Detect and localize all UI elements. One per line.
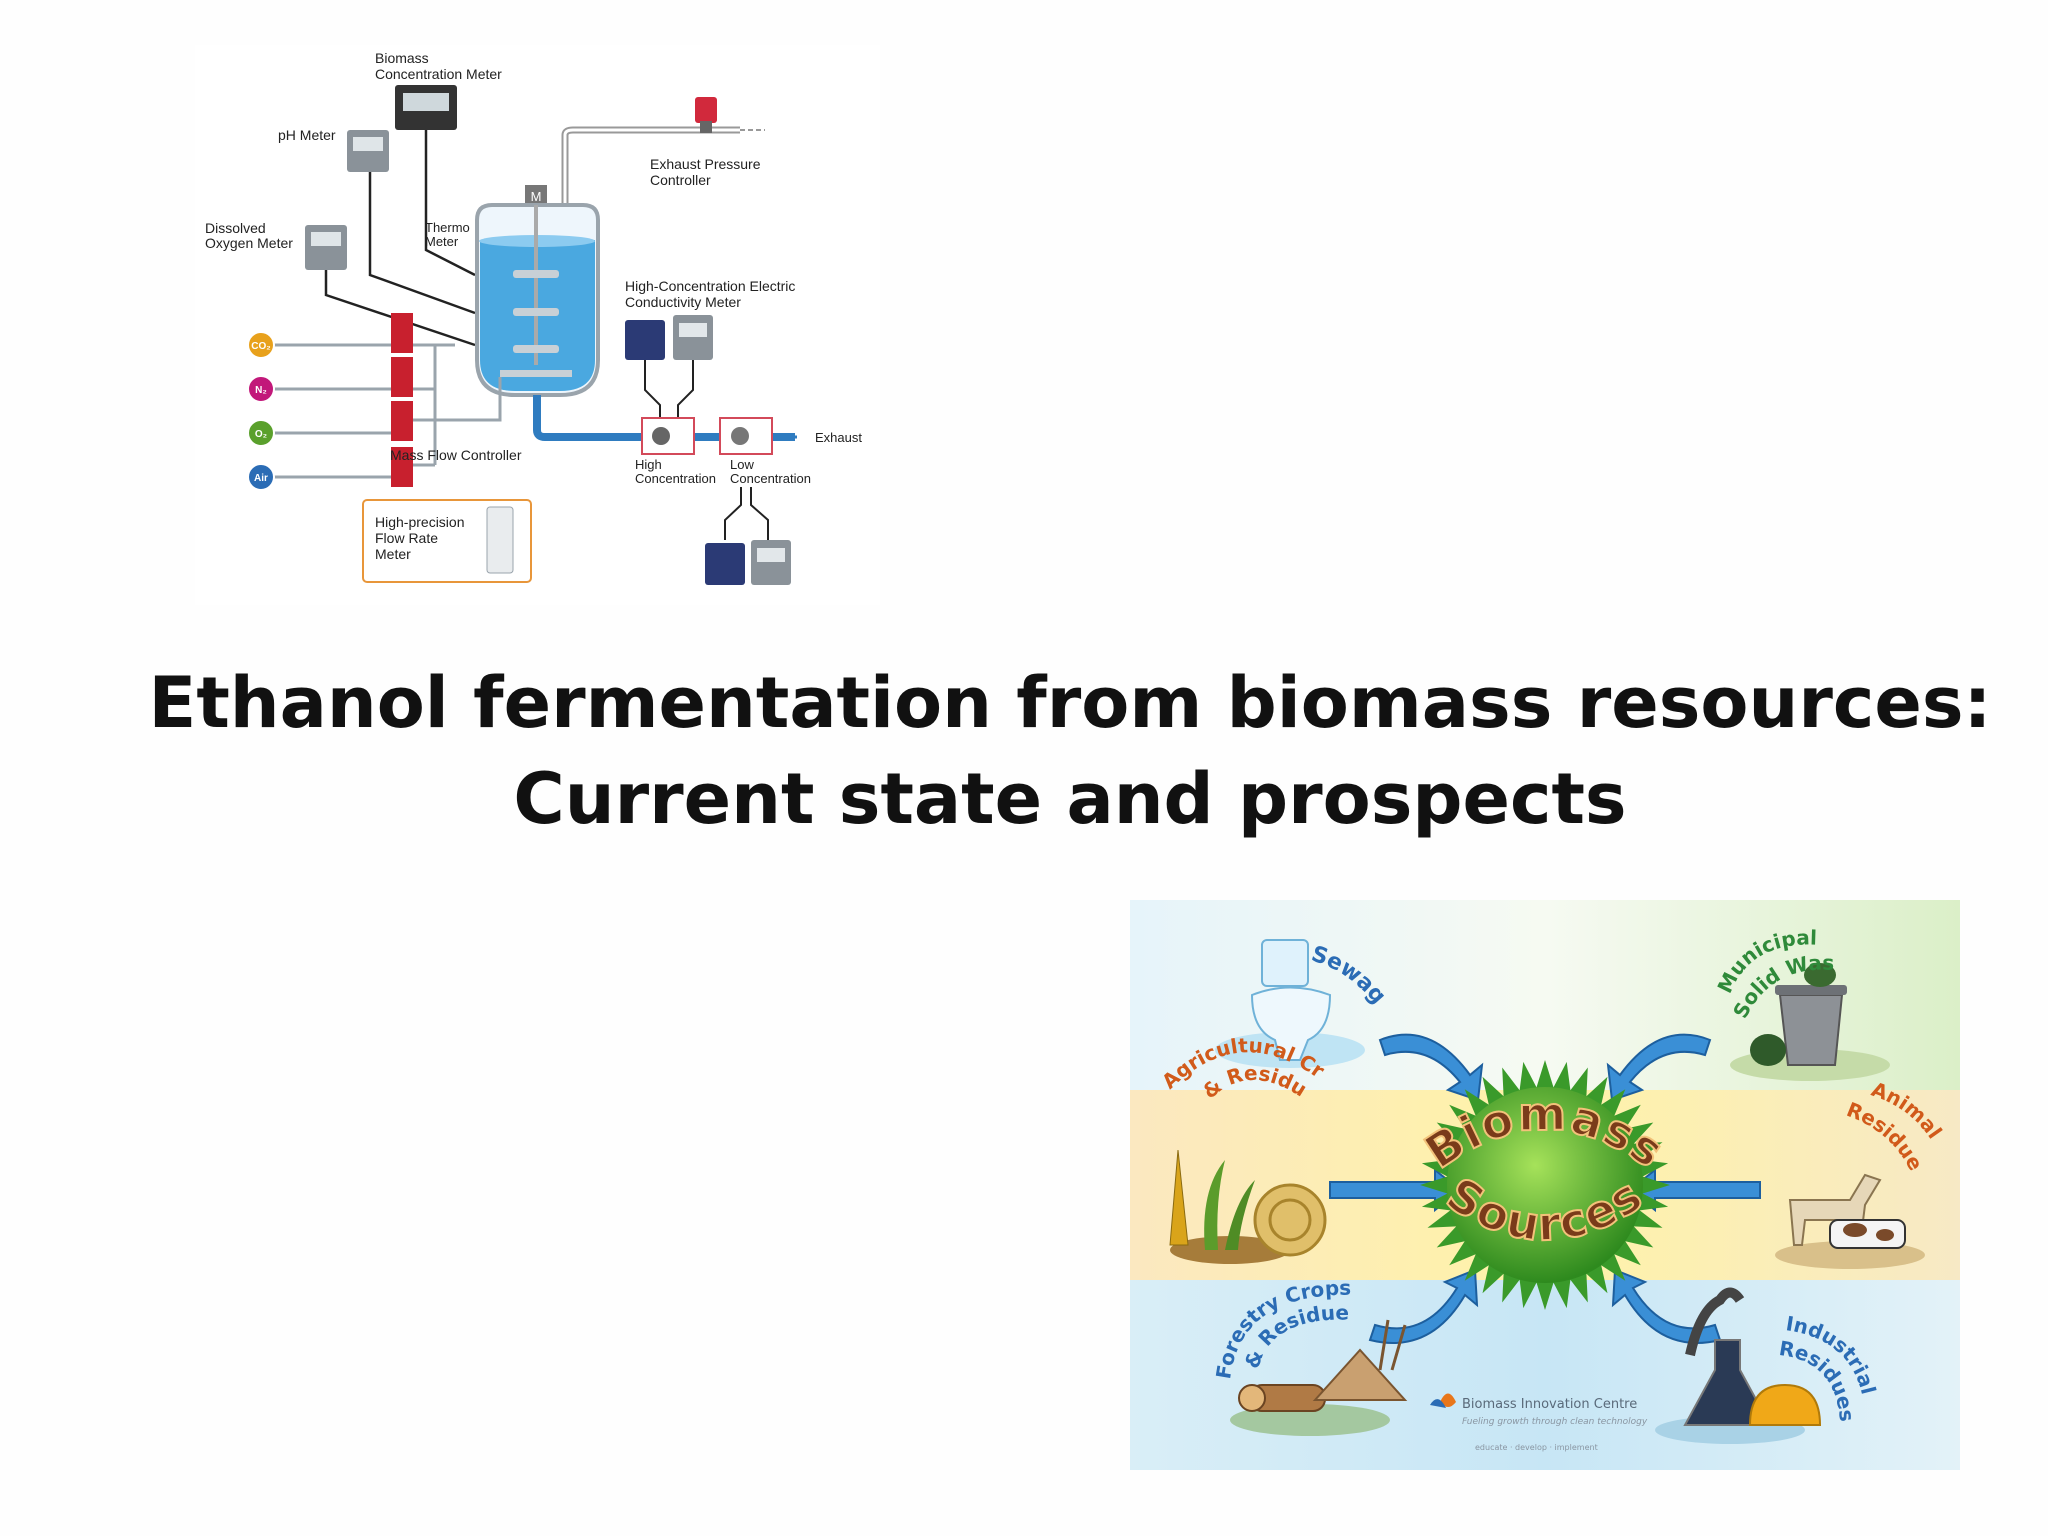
biomass-sources-diagram: Biomass Sources Sewage Municipal Solid W… (1130, 900, 1960, 1470)
gas-source-label: N₂ (255, 385, 267, 396)
high-conc-label: High (635, 457, 662, 472)
industrial-icon (1655, 1287, 1822, 1444)
motor-label: M (531, 189, 542, 204)
low-conc-label-2: Concentration (730, 471, 811, 486)
org-name: Biomass Innovation Centre (1462, 1397, 1637, 1412)
gas-source-icon (247, 375, 275, 403)
conductivity-meter-icon (625, 320, 665, 360)
org-motto: educate · develop · implement (1475, 1443, 1598, 1452)
do-meter-icon (305, 225, 347, 270)
thermo-meter-label: Thermo (425, 220, 470, 235)
exhaust-label: Exhaust (815, 430, 862, 445)
trash-can-icon (1730, 963, 1890, 1081)
toilet-icon (1215, 939, 1365, 1068)
logs-icon (1230, 1319, 1408, 1436)
gas-source-icon (247, 331, 275, 359)
ph-meter-label: pH Meter (278, 127, 336, 143)
exhaust-pressure-label-2: Controller (650, 172, 711, 188)
slide-title-line-2: Current state and prospects (513, 758, 1627, 840)
flow-meter-label-3: Meter (375, 546, 411, 562)
high-conc-label-2: Concentration (635, 471, 716, 486)
gas-source-label: CO₂ (251, 341, 270, 352)
exhaust-valve-icon (695, 97, 717, 123)
flow-meter-label: High-precision (375, 514, 464, 530)
conductivity-label: High-Concentration Electric (625, 278, 795, 294)
gas-source-icon (247, 463, 275, 491)
bioreactor-diagram: Biomass Concentration Meter pH Meter Dis… (195, 45, 880, 605)
slide-title-line-1: Ethanol fermentation from biomass resour… (148, 662, 1992, 744)
flow-meter-label-2: Flow Rate (375, 530, 438, 546)
slide-title: Ethanol fermentation from biomass resour… (100, 655, 2040, 847)
gas-source-label: O₂ (255, 429, 267, 440)
biomass-meter-label: Biomass (375, 50, 429, 66)
biomass-innovation-centre-logo (1430, 1393, 1456, 1408)
exhaust-pressure-label: Exhaust Pressure (650, 156, 761, 172)
thermo-meter-label-2: Meter (425, 234, 459, 249)
motor-icon (525, 185, 547, 205)
biomass-core (1447, 1087, 1643, 1283)
gas-source-label: Air (254, 473, 268, 484)
low-conc-meter-icon (705, 543, 745, 585)
do-meter-label-2: Oxygen Meter (205, 235, 293, 251)
animals-icon (1775, 1173, 1925, 1269)
conductivity-label-2: Conductivity Meter (625, 294, 741, 310)
low-conc-label: Low (730, 457, 754, 472)
flow-rate-meter-icon (486, 506, 514, 574)
mass-flow-controller-label: Mass Flow Controller (390, 447, 522, 463)
biomass-meter-label-2: Concentration Meter (375, 66, 502, 82)
crops-icon (1169, 1149, 1327, 1264)
gas-source-icon (247, 419, 275, 447)
gas-supply-group (271, 313, 502, 487)
org-tagline: Fueling growth through clean technology (1462, 1417, 1648, 1427)
do-meter-label: Dissolved (205, 220, 266, 236)
